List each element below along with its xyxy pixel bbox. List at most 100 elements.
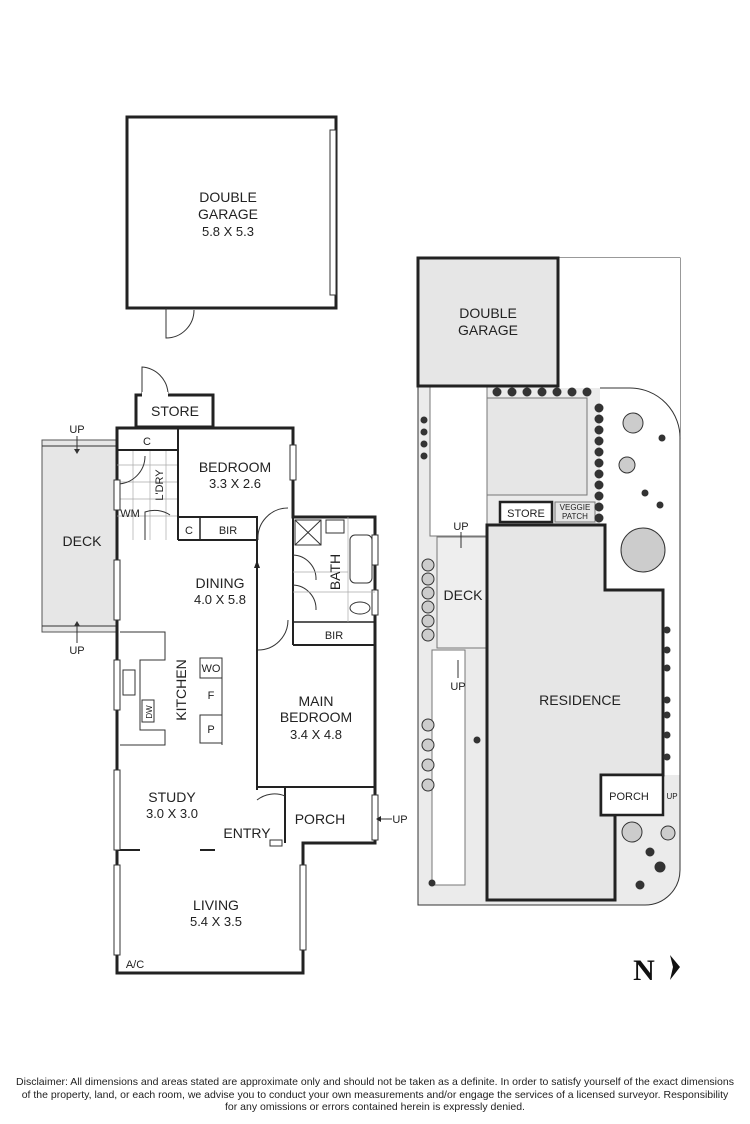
shrub-icon <box>594 425 604 435</box>
site-garage-label: DOUBLE <box>459 305 517 321</box>
floor-plan: DOUBLE GARAGE 5.8 X 5.3 STORE DECK UP UP <box>41 115 408 975</box>
shrub-icon <box>473 736 481 744</box>
shrub-icon <box>594 480 604 490</box>
north-arrow-icon <box>670 955 680 980</box>
shrub-icon <box>421 558 435 572</box>
porch-label: PORCH <box>295 811 346 827</box>
bath-label: BATH <box>327 554 343 590</box>
shrub-icon <box>567 387 577 397</box>
shrub-icon <box>663 646 671 654</box>
site-store-label: STORE <box>507 508 545 520</box>
site-porch-label: PORCH <box>609 791 649 803</box>
shrub-icon <box>421 614 435 628</box>
shrub-icon <box>621 821 643 843</box>
bedroom-size: 3.3 X 2.6 <box>209 476 261 491</box>
shrub-icon <box>663 753 671 761</box>
wm-label: WM <box>120 508 140 520</box>
disclaimer: Disclaimer: All dimensions and areas sta… <box>0 1076 750 1114</box>
shrub-icon <box>658 434 666 442</box>
shrub-icon <box>421 600 435 614</box>
shrub-icon <box>641 489 649 497</box>
kitchen-fixtures <box>120 631 223 746</box>
shrub-icon <box>594 513 604 523</box>
site-garage-label-2: GARAGE <box>458 322 518 338</box>
shrub-icon <box>507 387 517 397</box>
disclaimer-line-2: of the property, land, or each room, we … <box>21 1088 729 1101</box>
dining-label: DINING <box>196 575 245 591</box>
wo-label: WO <box>202 663 221 675</box>
shrub-icon <box>420 440 428 448</box>
store-room: STORE <box>134 366 215 429</box>
deck-up-top: UP <box>69 424 84 436</box>
shrub-icon <box>663 711 671 719</box>
dining-size: 4.0 X 5.8 <box>194 592 246 607</box>
bir-bedroom-label: BIR <box>219 525 237 537</box>
shrub-icon <box>421 778 435 792</box>
deck-label: DECK <box>63 533 103 549</box>
site-plan: DOUBLE GARAGE STORE VEGGIE PATCH DECK UP… <box>416 256 681 906</box>
shrub-icon <box>663 731 671 739</box>
shrub-icon <box>594 458 604 468</box>
veggie-label-2: PATCH <box>562 512 588 521</box>
main-bedroom-size: 3.4 X 4.8 <box>290 727 342 742</box>
living-size: 5.4 X 3.5 <box>190 914 242 929</box>
north-label: N <box>633 954 655 987</box>
f-label: F <box>208 690 215 702</box>
shrub-icon <box>594 469 604 479</box>
residence-label: RESIDENCE <box>539 692 621 708</box>
shrub-icon <box>594 447 604 457</box>
shrub-icon <box>421 718 435 732</box>
shrub-icon <box>594 491 604 501</box>
shrub-icon <box>420 452 428 460</box>
garage-size: 5.8 X 5.3 <box>202 224 254 239</box>
shrub-icon <box>656 501 664 509</box>
living-label: LIVING <box>193 897 239 913</box>
site-deck-up-bottom: UP <box>450 681 465 693</box>
main-bedroom-label: MAIN <box>299 693 334 709</box>
shrub-icon <box>552 387 562 397</box>
laundry-tiles <box>117 450 178 540</box>
dw-label: DW <box>145 705 154 719</box>
entry-label: ENTRY <box>223 825 271 841</box>
shrub-icon <box>522 387 532 397</box>
bath-fixtures <box>293 517 375 622</box>
disclaimer-line-3: for any omissions or errors contained he… <box>225 1101 525 1113</box>
store-label: STORE <box>151 403 199 419</box>
ac-label: A/C <box>126 959 144 971</box>
garden-trees <box>420 387 676 890</box>
shrub-icon <box>635 880 645 890</box>
shrub-icon <box>663 664 671 672</box>
site-deck-up-top: UP <box>453 521 468 533</box>
shrub-icon <box>421 572 435 586</box>
shrub-icon <box>421 586 435 600</box>
shrub-icon <box>654 861 666 873</box>
shrub-icon <box>428 879 436 887</box>
site-garage <box>416 256 560 388</box>
study-size: 3.0 X 3.0 <box>146 806 198 821</box>
closet-lower-label: C <box>185 525 193 537</box>
laundry-label: L'DRY <box>154 469 166 501</box>
garage-label: DOUBLE <box>199 189 257 205</box>
disclaimer-line-1: Disclaimer: All dimensions and areas sta… <box>16 1076 734 1088</box>
shrub-icon <box>594 502 604 512</box>
closet-label: C <box>143 436 151 448</box>
shrub-icon <box>594 414 604 424</box>
p-label: P <box>207 724 214 736</box>
north-arrow: N <box>633 954 680 987</box>
shrub-icon <box>421 738 435 752</box>
shrub-icon <box>622 412 644 434</box>
shrub-icon <box>492 387 502 397</box>
garage-room: DOUBLE GARAGE 5.8 X 5.3 <box>125 115 338 339</box>
shrub-icon <box>421 758 435 772</box>
garage-label-2: GARAGE <box>198 206 258 222</box>
porch-up-label: UP <box>392 814 407 826</box>
veggie-label: VEGGIE <box>560 503 591 512</box>
shrub-icon <box>594 403 604 413</box>
shrub-icon <box>645 847 655 857</box>
shrub-icon <box>663 626 671 634</box>
kitchen-label: KITCHEN <box>173 659 189 720</box>
site-porch-up: UP <box>666 792 677 801</box>
shrub-icon <box>660 825 676 841</box>
shrub-icon <box>420 416 428 424</box>
